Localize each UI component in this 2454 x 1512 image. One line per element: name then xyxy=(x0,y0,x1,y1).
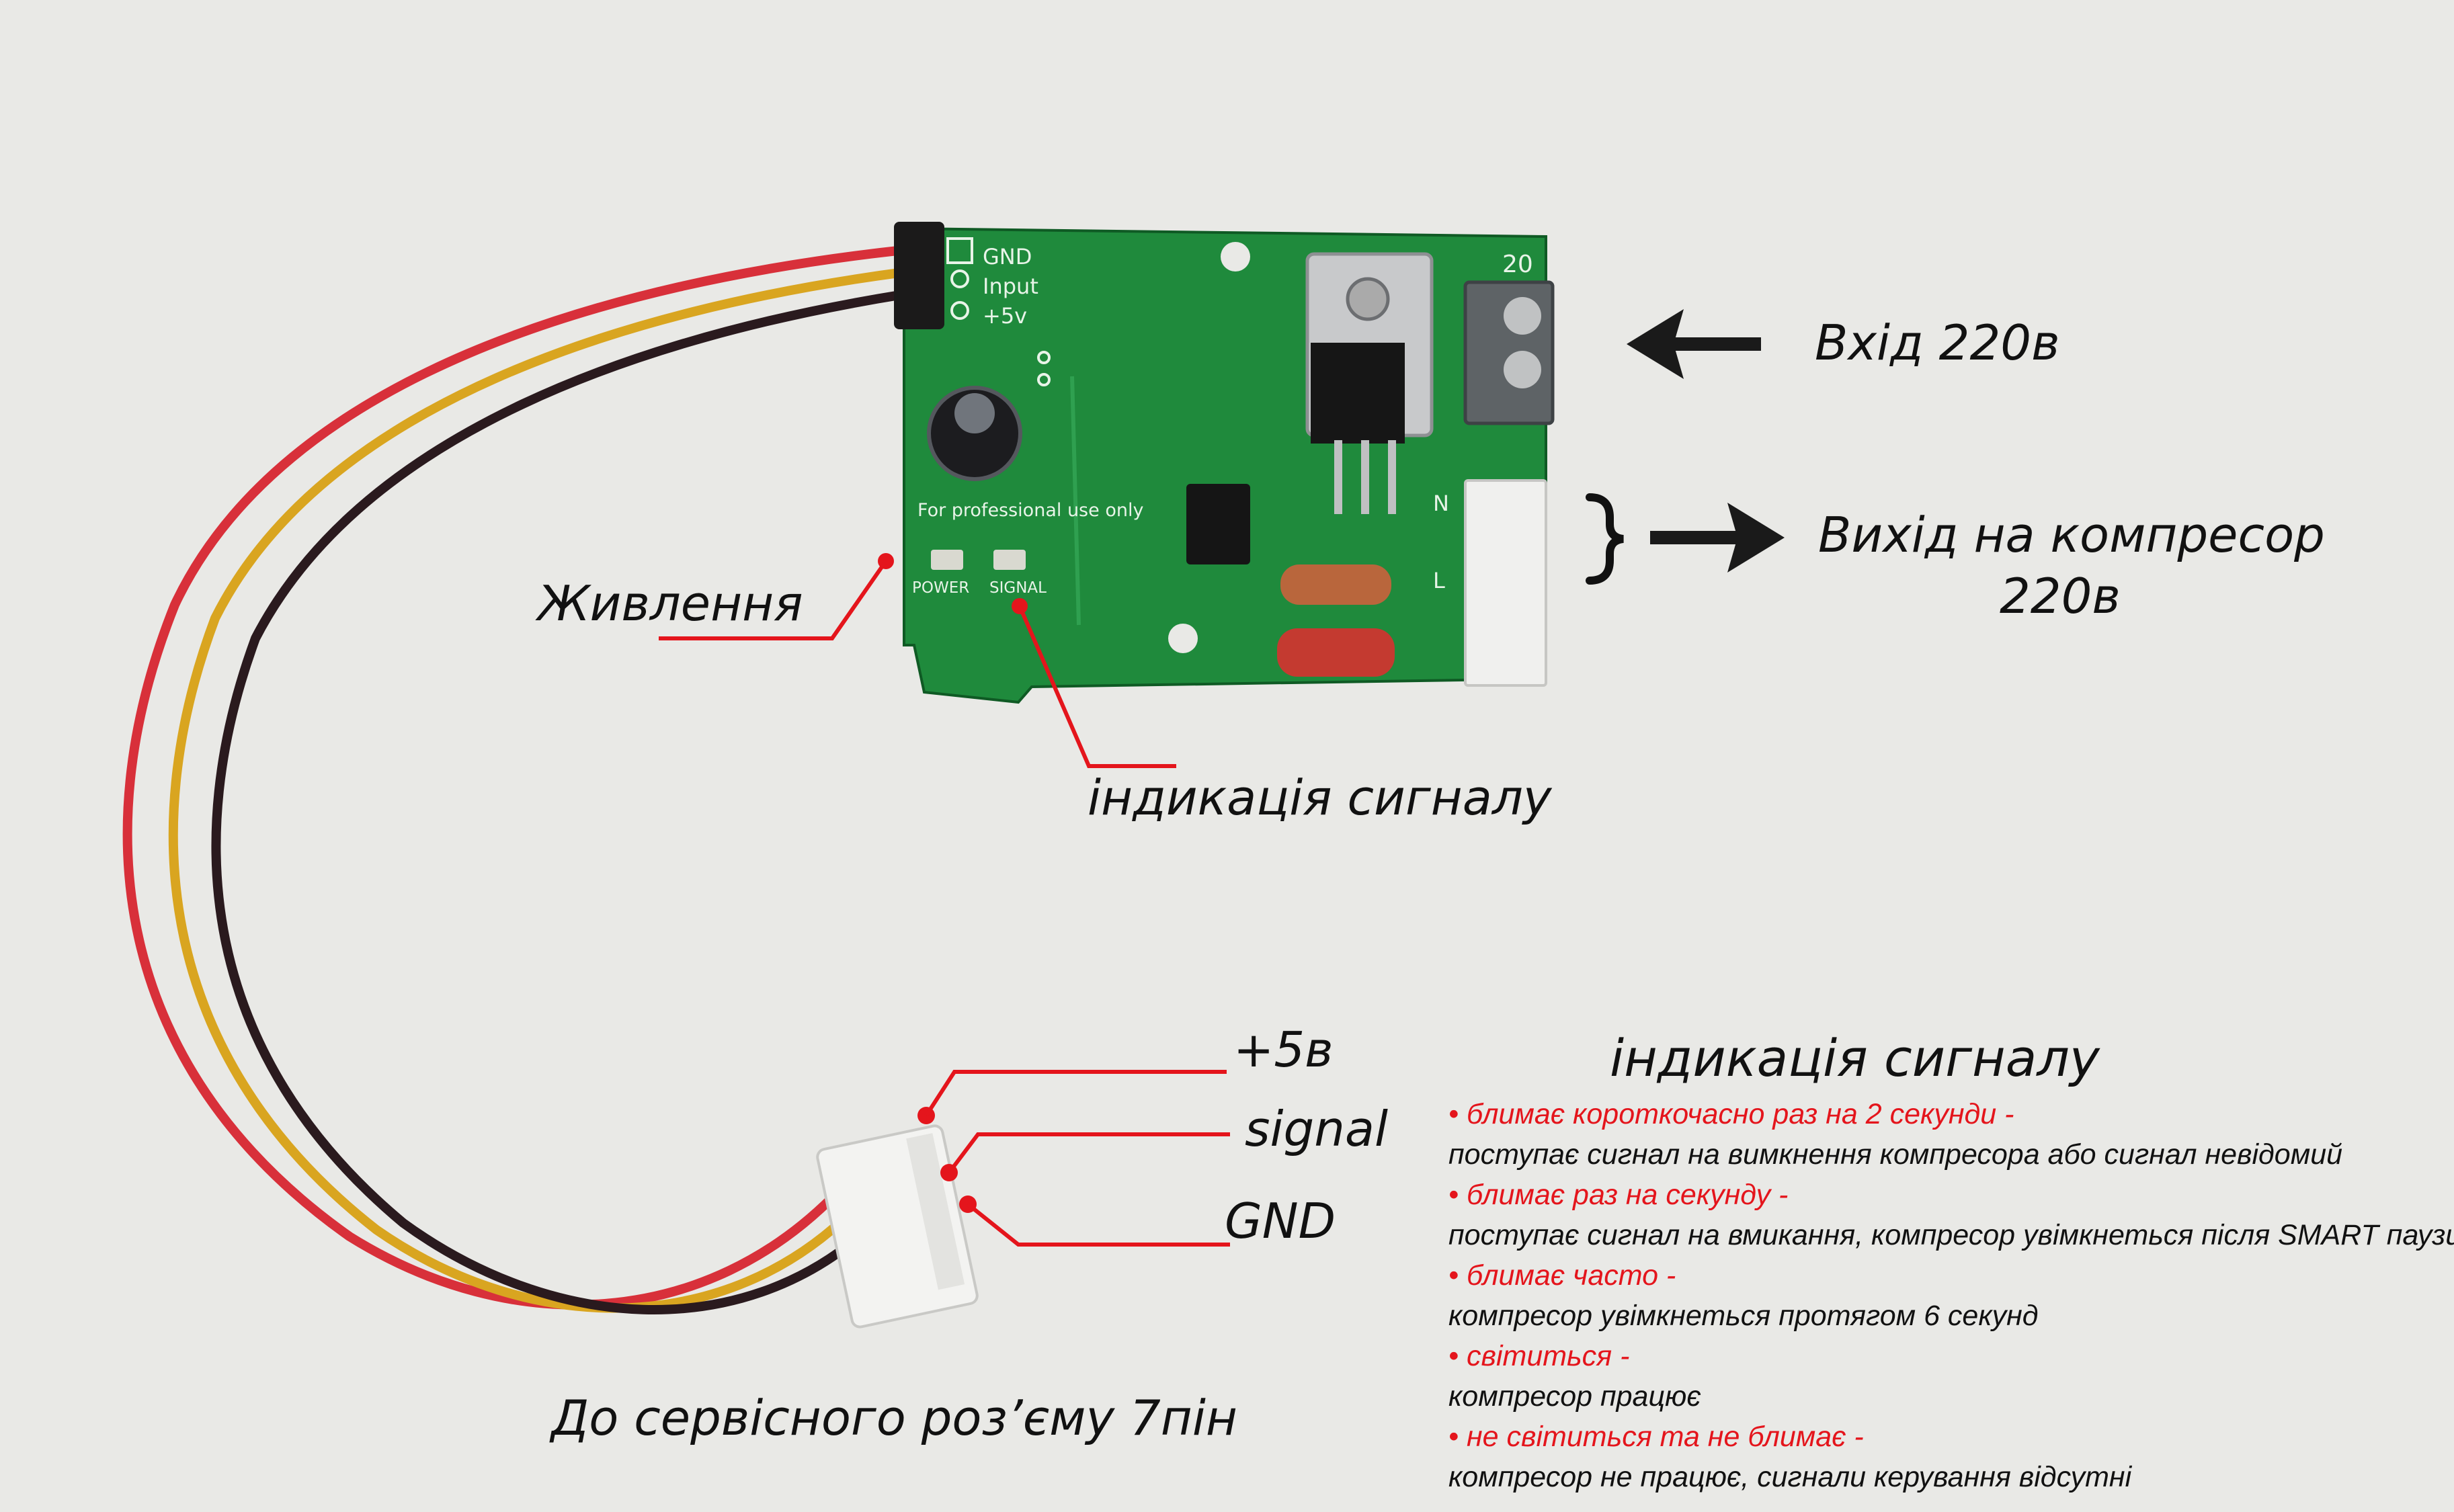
legend-state: • блимає раз на секунду - xyxy=(1448,1179,1789,1211)
output-arrow xyxy=(1650,503,1785,573)
mount-hole xyxy=(1221,242,1250,271)
legend-item: • блимає короткочасно раз на 2 секунди -… xyxy=(1448,1094,2454,1175)
pin-gnd-pointer xyxy=(967,1202,1230,1247)
pcb-label-power: POWER xyxy=(912,579,969,597)
pcb-label-gnd: GND xyxy=(983,244,1032,269)
input-arrow xyxy=(1627,309,1761,379)
legend-state: • не світиться та не блимає - xyxy=(1448,1421,1864,1453)
mount-hole xyxy=(1168,624,1198,653)
legend-item: • не світиться та не блимає - компресор … xyxy=(1448,1417,2454,1497)
legend-item: • блимає часто - компресор увімкнеться п… xyxy=(1448,1255,2454,1336)
optocoupler-chip xyxy=(1186,484,1250,564)
resistor xyxy=(1280,564,1391,605)
service-connector-label: До сервісного роз’єму 7пін xyxy=(551,1390,1237,1446)
output-brace xyxy=(1586,493,1624,585)
input-220-label: Вхід 220в xyxy=(1815,314,2060,371)
output-compressor-label: Вихід на компресор xyxy=(1818,507,2325,563)
legend-item: • світиться - компресор працює xyxy=(1448,1336,2454,1417)
legend-meaning: компресор не працює, сигнали керування в… xyxy=(1448,1461,2132,1493)
power-pointer xyxy=(659,560,888,640)
pcb-label-input: Input xyxy=(983,274,1038,299)
service-connector-plug xyxy=(816,1124,979,1329)
legend-item: • блимає раз на секунду - поступає сигна… xyxy=(1448,1175,2454,1255)
pcb-label-5v: +5v xyxy=(983,303,1027,329)
power-label: Живлення xyxy=(538,575,803,632)
pointer-lines xyxy=(659,553,1230,1247)
signal-indication-label: індикація сигналу xyxy=(1088,769,1552,826)
pcb-note: For professional use only xyxy=(917,500,1143,521)
pcb-board: GND Input +5v For professional use only … xyxy=(894,222,1555,704)
pcb-mark-l: L xyxy=(1433,568,1445,593)
legend-meaning: поступає сигнал на вимкнення компресора … xyxy=(1448,1138,2343,1171)
legend-state: • блимає короткочасно раз на 2 секунди - xyxy=(1448,1098,2014,1130)
legend-title: індикація сигналу xyxy=(1610,1028,2100,1088)
legend-list: • блимає короткочасно раз на 2 секунди -… xyxy=(1448,1094,2454,1497)
legend-meaning: компресор працює xyxy=(1448,1380,1701,1413)
pin-signal-label: signal xyxy=(1245,1101,1388,1157)
pin-gnd-label: GND xyxy=(1225,1193,1336,1249)
wire-black xyxy=(211,290,909,1314)
pcb-edge-mark: 20 xyxy=(1502,251,1533,278)
legend-state: • світиться - xyxy=(1448,1340,1630,1372)
film-capacitor xyxy=(1277,628,1395,677)
header-connector xyxy=(894,222,944,329)
triac xyxy=(1311,343,1405,444)
power-led xyxy=(931,550,963,570)
pin-signal-pointer xyxy=(947,1132,1230,1174)
output-connector xyxy=(1464,479,1547,687)
legend-state: • блимає часто - xyxy=(1448,1259,1676,1292)
legend-meaning: компресор увімкнеться протягом 6 секунд xyxy=(1448,1300,2039,1332)
wire-yellow xyxy=(168,267,909,1313)
output-compressor-voltage: 220в xyxy=(2000,568,2121,624)
pcb-mark-n: N xyxy=(1433,491,1449,516)
pin-5v-pointer xyxy=(924,1070,1227,1117)
wire-harness xyxy=(122,245,909,1314)
pcb-label-signal: SIGNAL xyxy=(989,579,1047,597)
signal-pointer xyxy=(1018,605,1176,768)
legend-meaning: поступає сигнал на вмикання, компресор у… xyxy=(1448,1219,2454,1251)
pin-5v-label: +5в xyxy=(1233,1021,1334,1078)
signal-led xyxy=(993,550,1026,570)
